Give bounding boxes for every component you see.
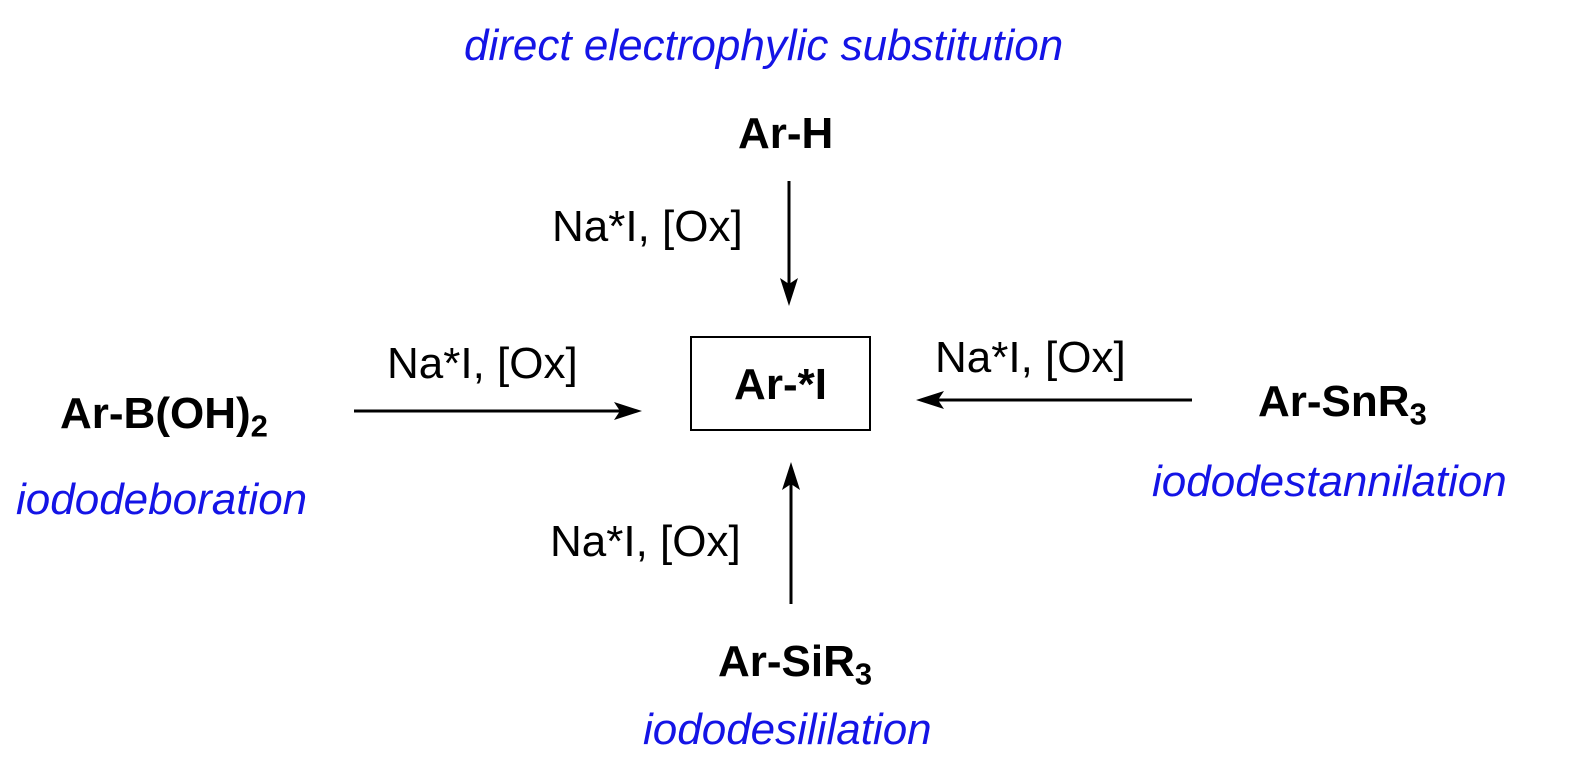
compound-ar-stannane-main: Ar-SnR [1258, 377, 1410, 426]
arrow-from-left [354, 402, 642, 420]
compound-ar-stannane: Ar-SnR3 [1258, 377, 1427, 430]
reagent-label-bottom: Na*I, [Ox] [550, 517, 741, 566]
compound-ar-boronic-acid-main: Ar-B(OH) [60, 389, 251, 438]
compound-ar-stannane-subscript: 3 [1409, 396, 1427, 432]
reagent-label-left: Na*I, [Ox] [387, 339, 578, 388]
arrow-from-bottom [782, 462, 800, 604]
arrow-from-top [780, 181, 798, 306]
compound-ar-silane-main: Ar-SiR [718, 637, 855, 686]
arrow-from-right [916, 391, 1192, 409]
product-box: Ar-*I [690, 336, 871, 431]
method-label-iododeboration: iododeboration [16, 475, 308, 524]
method-label-iododesililation: iododesililation [643, 705, 932, 754]
product-ar-iodide: Ar-*I [734, 359, 827, 409]
compound-ar-silane: Ar-SiR3 [718, 637, 872, 690]
compound-ar-h: Ar-H [738, 109, 834, 158]
compound-ar-boronic-acid-subscript: 2 [250, 408, 268, 444]
compound-ar-boronic-acid: Ar-B(OH)2 [60, 389, 268, 442]
method-label-iododestannilation: iododestannilation [1152, 457, 1507, 506]
compound-ar-silane-subscript: 3 [854, 656, 873, 692]
method-label-direct-substitution: direct electrophylic substitution [464, 21, 1064, 70]
reagent-label-right: Na*I, [Ox] [935, 333, 1126, 382]
reagent-label-top: Na*I, [Ox] [552, 202, 743, 251]
